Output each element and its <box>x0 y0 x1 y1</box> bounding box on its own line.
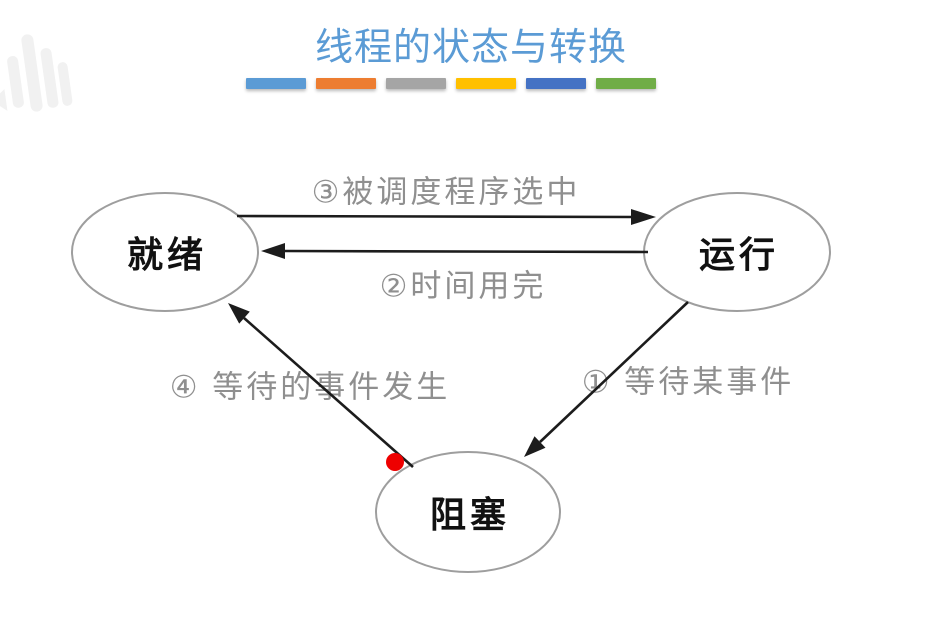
edge-label-scheduled: ③被调度程序选中 <box>311 174 581 210</box>
accent-bar-gray <box>386 78 446 89</box>
red-marker-dot <box>386 453 404 471</box>
edge-label-wait-event: ① 等待某事件 <box>581 364 795 400</box>
node-running-label: 运行 <box>698 234 780 275</box>
accent-bar-darkblue <box>526 78 586 89</box>
node-blocked-label: 阻塞 <box>429 494 511 535</box>
page-title: 线程的状态与转换 <box>314 27 627 69</box>
edge-label-timeout: ②时间用完 <box>379 268 547 304</box>
edge-label-event-occurs: ④ 等待的事件发生 <box>169 369 451 405</box>
accent-bar-green <box>596 78 656 89</box>
accent-bars <box>246 78 656 89</box>
edge-arrow-timeout <box>261 243 649 259</box>
accent-bar-blue <box>246 78 306 89</box>
accent-bar-yellow <box>456 78 516 89</box>
accent-bar-orange <box>316 78 376 89</box>
node-ready-label: 就绪 <box>126 234 208 275</box>
